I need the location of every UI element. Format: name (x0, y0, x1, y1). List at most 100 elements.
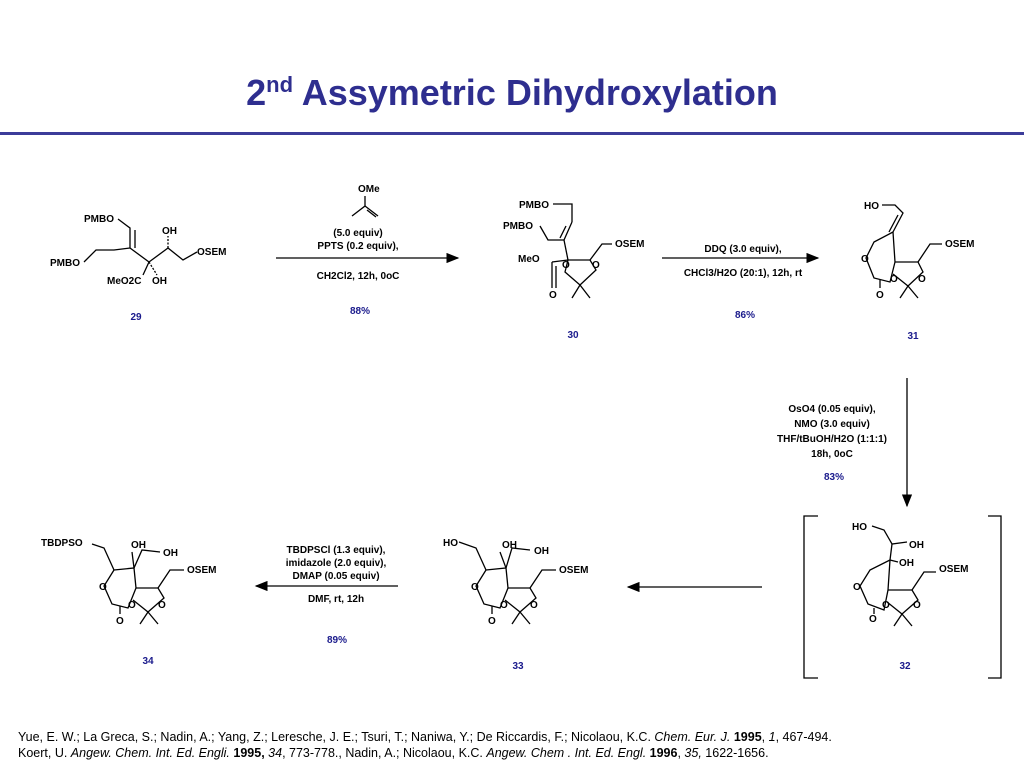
c30-pmbo-1: PMBO (519, 200, 549, 211)
step1-solvent: CH2Cl2, 12h, 0oC (317, 271, 400, 282)
c31-carbonyl-o: O (876, 290, 884, 301)
ref1-journal: Chem. Eur. J. (654, 730, 731, 744)
c33-ho: HO (443, 538, 458, 549)
c34-tbdpso: TBDPSO (41, 538, 83, 549)
step1-line-2: PPTS (0.2 equiv), (317, 241, 398, 252)
ref2-year: 1995, (233, 746, 265, 760)
ref2-pages-2: 1622-1656. (701, 746, 769, 760)
ref1-authors: Yue, E. W.; La Greca, S.; Nadin, A.; Yan… (18, 730, 655, 744)
c30-meo: MeO (518, 254, 540, 265)
step-2-conditions: DDQ (3.0 equiv), CHCl3/H2O (20:1), 12h, … (662, 244, 820, 321)
c30-ring-o-1: O (562, 260, 570, 271)
ref1-year: 1995 (733, 730, 762, 744)
bracket-right (988, 515, 1002, 679)
step5-line-3: DMAP (0.05 equiv) (292, 571, 379, 582)
c34-ring-o: O (99, 582, 107, 593)
c30-carbonyl-o: O (549, 290, 557, 301)
c29-osem: OSEM (197, 247, 226, 258)
ref2-journal-2: Angew. Chem . Int. Ed. Engl. (486, 746, 647, 760)
ref2-mid: , 773-778., Nadin, A.; Nicolaou, K.C. (282, 746, 487, 760)
c31-osem: OSEM (945, 239, 974, 250)
title-underline (0, 132, 1024, 135)
c33-oh-1: OH (502, 540, 517, 551)
step5-line-1: TBDPSCl (1.3 equiv), (287, 545, 386, 556)
c31-ring-o: O (861, 254, 869, 265)
c32-osem: OSEM (939, 564, 968, 575)
compound-number-31: 31 (907, 331, 919, 342)
step-3-conditions: OsO4 (0.05 equiv), NMO (3.0 equiv) THF/t… (777, 378, 913, 508)
slide-title: 2nd Assymetric Dihydroxylation (0, 72, 1024, 114)
ref2-authors: Koert, U. (18, 746, 71, 760)
step1-yield: 88% (350, 306, 370, 317)
c32-carbonyl-o: O (869, 614, 877, 625)
bracket-left (803, 515, 818, 679)
c30-ring-o-2: O (592, 260, 600, 271)
c34-osem: OSEM (187, 565, 216, 576)
compound-30: PMBO PMBO OSEM MeO O O O 30 (503, 200, 644, 341)
reference-2: Koert, U. Angew. Chem. Int. Ed. Engli. 1… (18, 746, 769, 760)
step2-yield: 86% (735, 310, 755, 321)
compound-number-34: 34 (142, 656, 154, 667)
compound-32: HO OH OH OSEM O O O O 32 (803, 515, 1002, 679)
c29-pmbo-2: PMBO (50, 258, 80, 269)
title-base: 2 (246, 72, 267, 113)
c29-pmbo-1: PMBO (84, 214, 114, 225)
step3-line-4: 18h, 0oC (811, 449, 853, 460)
step5-yield: 89% (327, 635, 347, 646)
compound-number-29: 29 (130, 312, 142, 323)
c31-acetal-o-2: O (918, 274, 926, 285)
ref1-pages: , 467-494. (775, 730, 832, 744)
ref2-volume: 34 (268, 746, 283, 760)
ref2-volume-2: 35, (684, 746, 702, 760)
ref2-year-2: 1996 (649, 746, 678, 760)
ref2-journal: Angew. Chem. Int. Ed. Engli. (70, 746, 230, 760)
c29-oh-2: OH (152, 276, 167, 287)
c32-acetal-o-2: O (913, 600, 921, 611)
step-5-conditions: TBDPSCl (1.3 equiv), imidazole (2.0 equi… (254, 545, 398, 646)
c34-acetal-o-2: O (158, 600, 166, 611)
step1-line-1: (5.0 equiv) (333, 228, 382, 239)
step3-line-2: NMO (3.0 equiv) (794, 419, 870, 430)
references: Yue, E. W.; La Greca, S.; Nadin, A.; Yan… (18, 729, 1008, 761)
c31-acetal-o-1: O (890, 274, 898, 285)
c30-pmbo-2: PMBO (503, 221, 533, 232)
compound-31: HO OSEM O O O O 31 (861, 201, 974, 342)
step3-line-1: OsO4 (0.05 equiv), (788, 404, 875, 415)
step2-line-1: DDQ (3.0 equiv), (704, 244, 781, 255)
c32-ring-o: O (853, 582, 861, 593)
compound-number-33: 33 (512, 661, 524, 672)
c32-oh-2: OH (899, 558, 914, 569)
c33-osem: OSEM (559, 565, 588, 576)
c33-ring-o: O (471, 582, 479, 593)
compound-29: PMBO PMBO OH OSEM MeO2C OH 29 (50, 214, 226, 323)
c30-osem: OSEM (615, 239, 644, 250)
reference-1: Yue, E. W.; La Greca, S.; Nadin, A.; Yan… (18, 730, 832, 744)
compound-number-30: 30 (567, 330, 579, 341)
c29-meo2c: MeO2C (107, 276, 141, 287)
c34-carbonyl-o: O (116, 616, 124, 627)
step5-line-2: imidazole (2.0 equiv), (286, 558, 387, 569)
reagent-ome-label: OMe (358, 184, 380, 195)
ref1-volume: 1 (768, 730, 776, 744)
c34-acetal-o-1: O (128, 600, 136, 611)
c33-oh-2: OH (534, 546, 549, 557)
compound-number-32: 32 (899, 661, 911, 672)
step5-solvent: DMF, rt, 12h (308, 594, 364, 605)
step-1-conditions: OMe (5.0 equiv) PPTS (0.2 equiv), CH2Cl2… (276, 184, 460, 317)
step3-line-3: THF/tBuOH/H2O (1:1:1) (777, 434, 887, 445)
c31-ho: HO (864, 201, 879, 212)
c32-acetal-o-1: O (882, 600, 890, 611)
title-text: Assymetric Dihydroxylation (301, 72, 778, 113)
compound-34: TBDPSO OH OH OSEM O O O O 34 (41, 538, 216, 667)
compound-33: HO OH OH OSEM O O O O 33 (443, 538, 588, 672)
c32-oh-1: OH (909, 540, 924, 551)
c33-acetal-o-1: O (500, 600, 508, 611)
c33-carbonyl-o: O (488, 616, 496, 627)
c32-ho: HO (852, 522, 867, 533)
step2-solvent: CHCl3/H2O (20:1), 12h, rt (684, 268, 803, 279)
c34-oh-2: OH (163, 548, 178, 559)
step3-yield: 83% (824, 472, 844, 483)
c33-acetal-o-2: O (530, 600, 538, 611)
c34-oh-1: OH (131, 540, 146, 551)
